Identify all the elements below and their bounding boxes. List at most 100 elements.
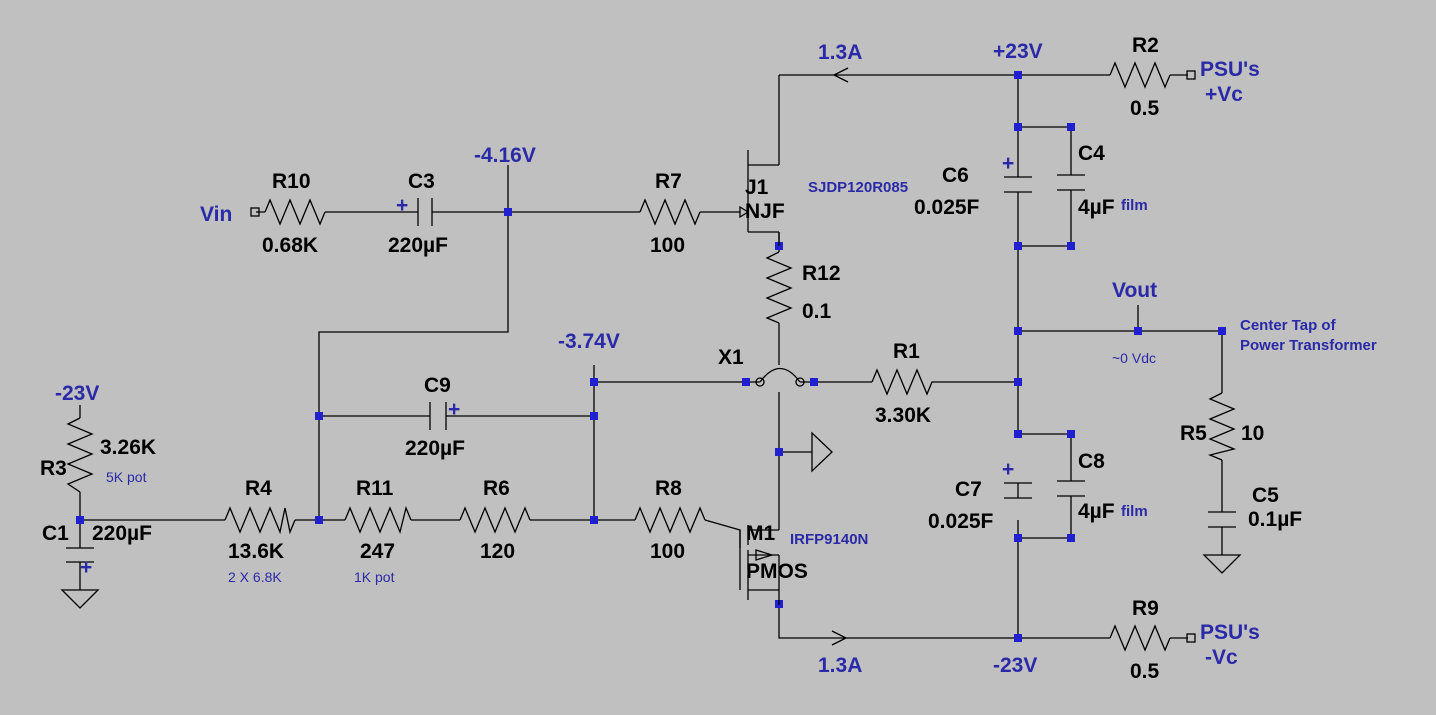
- r4-note: 2 X 6.8K: [228, 569, 282, 585]
- j1-name: J1: [745, 176, 769, 199]
- c1-plus: +: [80, 556, 92, 579]
- r3-name: R3: [40, 457, 67, 480]
- x1-name: X1: [718, 346, 744, 369]
- r10-name: R10: [272, 170, 311, 193]
- resistor-r8: R8 100: [634, 477, 706, 563]
- c9-plus: +: [448, 398, 460, 421]
- crossover-x1: X1: [718, 346, 805, 387]
- resistor-r11: R11 247 1K pot: [344, 477, 412, 585]
- c8-value: 4µF: [1078, 500, 1115, 523]
- transistor-m1: M1 PMOS IRFP9140N: [739, 522, 868, 605]
- junctions: [76, 71, 1226, 642]
- r2-name: R2: [1132, 34, 1159, 57]
- capacitor-c4: C4 4µF film: [1057, 142, 1148, 219]
- r7-value: 100: [650, 234, 685, 257]
- center-tap-line1: Center Tap of: [1240, 317, 1337, 334]
- capacitor-c7: + C7 0.025F: [928, 458, 1032, 533]
- c4-value: 4µF: [1078, 196, 1115, 219]
- capacitor-c6: + C6 0.025F: [914, 152, 1032, 219]
- r5-value: 10: [1241, 422, 1264, 445]
- c6-name: C6: [942, 164, 969, 187]
- c9-name: C9: [424, 374, 451, 397]
- port-psu-pos: PSU's +Vc: [1186, 58, 1260, 106]
- capacitor-c9: + C9 220µF: [405, 374, 465, 460]
- r11-name: R11: [356, 477, 394, 500]
- c6-plus: +: [1002, 152, 1014, 175]
- m1-type: PMOS: [746, 560, 808, 583]
- current-arrow-top: 1.3A: [818, 41, 862, 83]
- r9-name: R9: [1132, 597, 1159, 620]
- psu-pos-line2: +Vc: [1205, 83, 1243, 106]
- current-bottom-label: 1.3A: [818, 654, 862, 677]
- port-vin: Vin: [200, 203, 260, 226]
- r8-name: R8: [655, 477, 682, 500]
- capacitor-c3: + C3 220µF: [388, 170, 448, 257]
- r1-value: 3.30K: [875, 404, 931, 427]
- resistor-r7: R7 100: [639, 170, 701, 257]
- c9-value: 220µF: [405, 437, 465, 460]
- r4-value: 13.6K: [228, 540, 284, 563]
- r5-name: R5: [1180, 422, 1207, 445]
- capacitor-c5: C5 0.1µF: [1208, 484, 1302, 531]
- resistor-r2: R2 0.5: [1109, 34, 1171, 120]
- c7-value: 0.025F: [928, 510, 994, 533]
- m1-name: M1: [746, 522, 775, 545]
- r2-value: 0.5: [1130, 97, 1160, 120]
- c3-value: 220µF: [388, 234, 448, 257]
- r10-value: 0.68K: [262, 234, 318, 257]
- transistor-j1: J1 NJF SJDP120R085: [739, 150, 908, 246]
- psu-pos-line1: PSU's: [1200, 58, 1260, 81]
- current-arrow-bottom: 1.3A: [818, 630, 862, 677]
- c1-name: C1: [42, 522, 69, 545]
- r6-name: R6: [483, 477, 510, 500]
- resistor-r12: R12 0.1: [765, 251, 841, 324]
- net-label-vminus-bias: -23V: [55, 382, 99, 405]
- c5-name: C5: [1252, 484, 1279, 507]
- vout-dc-note: ~0 Vdc: [1112, 350, 1156, 366]
- c5-value: 0.1µF: [1248, 508, 1302, 531]
- r7-name: R7: [655, 170, 682, 193]
- capacitor-c8: C8 4µF film: [1057, 450, 1148, 523]
- current-top-label: 1.3A: [818, 41, 862, 64]
- c7-name: C7: [955, 478, 982, 501]
- r12-value: 0.1: [802, 300, 832, 323]
- net-label-vout: Vout: [1112, 279, 1157, 302]
- c6-value: 0.025F: [914, 196, 980, 219]
- r3-note: 5K pot: [106, 469, 147, 485]
- r3-value: 3.26K: [100, 436, 156, 459]
- psu-neg-line1: PSU's: [1200, 621, 1260, 644]
- ground-symbol-mid: [811, 431, 833, 473]
- r8-value: 100: [650, 540, 685, 563]
- net-label-vminus-rail: -23V: [993, 654, 1037, 677]
- c4-name: C4: [1078, 142, 1105, 165]
- resistor-r9: R9 0.5: [1109, 597, 1171, 683]
- resistor-r4: R4 13.6K 2 X 6.8K: [224, 477, 296, 585]
- ground-symbol-c5: [1202, 554, 1242, 574]
- resistor-r10: R10 0.68K: [262, 170, 326, 257]
- r11-note: 1K pot: [354, 569, 395, 585]
- j1-model: SJDP120R085: [808, 179, 908, 196]
- capacitor-c1: + C1 220µF: [42, 522, 152, 579]
- r9-value: 0.5: [1130, 660, 1160, 683]
- net-label-mid-node: -3.74V: [558, 330, 620, 353]
- m1-model: IRFP9140N: [790, 531, 868, 548]
- ground-symbol-c1: [60, 589, 100, 609]
- c7-plus: +: [1002, 458, 1014, 481]
- r12-name: R12: [802, 262, 841, 285]
- center-tap-line2: Power Transformer: [1240, 337, 1377, 354]
- resistor-r6: R6 120: [459, 477, 531, 563]
- c8-note: film: [1121, 503, 1148, 520]
- c1-value: 220µF: [92, 522, 152, 545]
- resistor-r3: R3 3.26K 5K pot: [40, 417, 156, 493]
- j1-type: NJF: [745, 200, 785, 223]
- r4-name: R4: [245, 477, 272, 500]
- net-label-vplus: +23V: [993, 40, 1043, 63]
- r11-value: 247: [360, 540, 395, 563]
- port-psu-neg: PSU's -Vc: [1186, 621, 1260, 669]
- vin-label: Vin: [200, 203, 232, 226]
- c3-plus: +: [396, 194, 408, 217]
- c3-name: C3: [408, 170, 435, 193]
- resistor-r1: R1 3.30K: [871, 340, 942, 427]
- resistor-r5: R5 10: [1180, 392, 1264, 461]
